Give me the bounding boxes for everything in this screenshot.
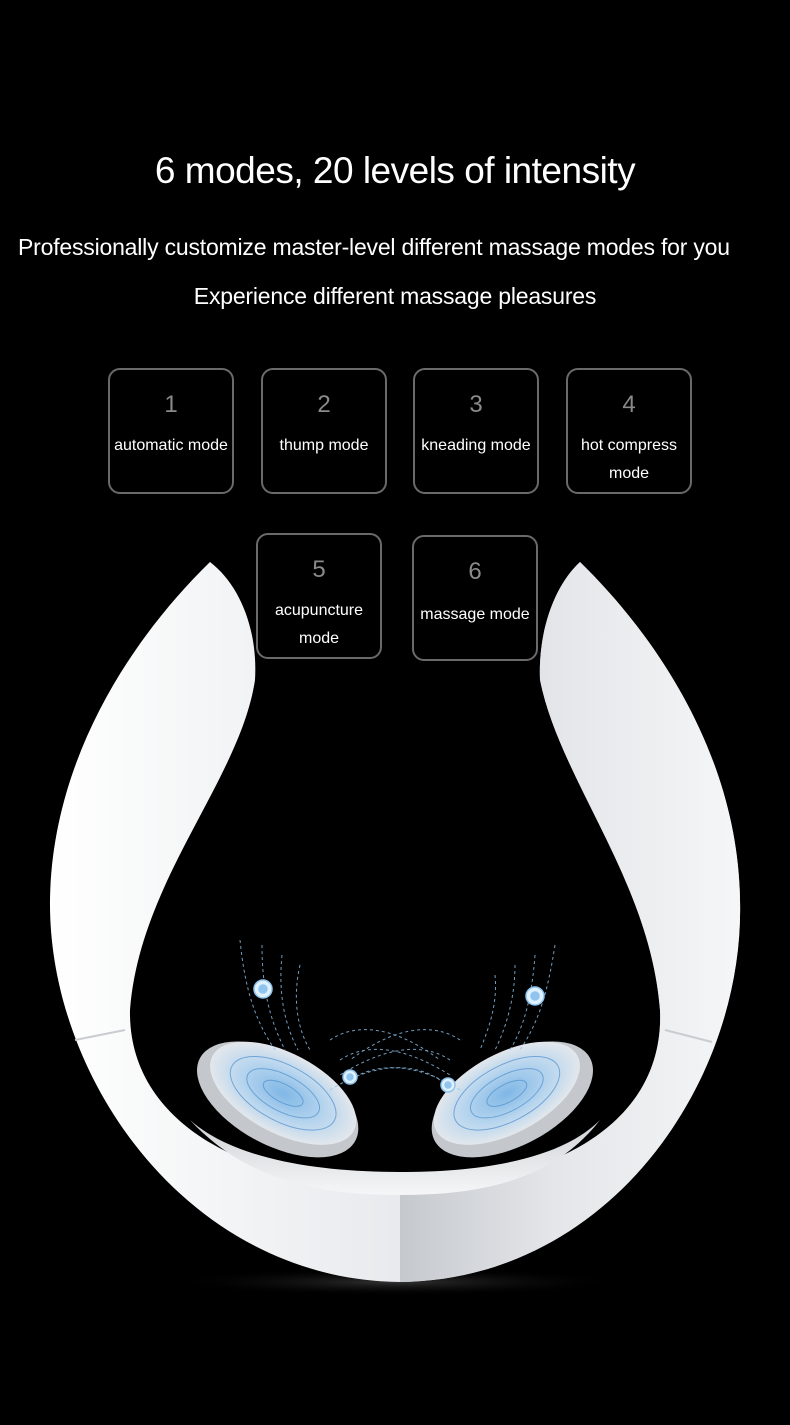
mode-label: automatic mode (114, 437, 228, 454)
pulse-nodes (253, 979, 545, 1093)
mode-number: 2 (317, 391, 331, 418)
floor-shadow (165, 1268, 625, 1296)
mode-card-massage: 6 massage mode (412, 535, 538, 661)
subtitle-line-2: Experience different massage pleasures (193, 283, 597, 309)
mode-number: 1 (164, 391, 178, 418)
mode-label: hot compress mode (580, 437, 678, 482)
mode-label: acupuncture mode (274, 602, 364, 647)
mode-number: 3 (469, 391, 483, 418)
mode-card-hot-compress: 4 hot compress mode (566, 368, 692, 494)
page-title: 6 modes, 20 levels of intensity (154, 150, 636, 191)
mode-card-kneading: 3 kneading mode (413, 368, 539, 494)
left-electrode-pad (197, 1041, 359, 1158)
subtitle-line-1: Professionally customize master-level di… (18, 234, 730, 260)
right-electrode-pad (431, 1041, 593, 1158)
inner-collar (190, 1120, 600, 1195)
mode-label: massage mode (420, 606, 530, 623)
mode-card-thump: 2 thump mode (261, 368, 387, 494)
mode-number: 5 (312, 556, 326, 583)
mode-card-acupuncture: 5 acupuncture mode (256, 533, 382, 659)
pulse-waves (239, 939, 556, 1091)
mode-card-automatic: 1 automatic mode (108, 368, 234, 494)
mode-label: thump mode (279, 437, 369, 454)
mode-label: kneading mode (421, 437, 531, 454)
mode-number: 4 (622, 391, 636, 418)
mode-number: 6 (468, 558, 482, 585)
